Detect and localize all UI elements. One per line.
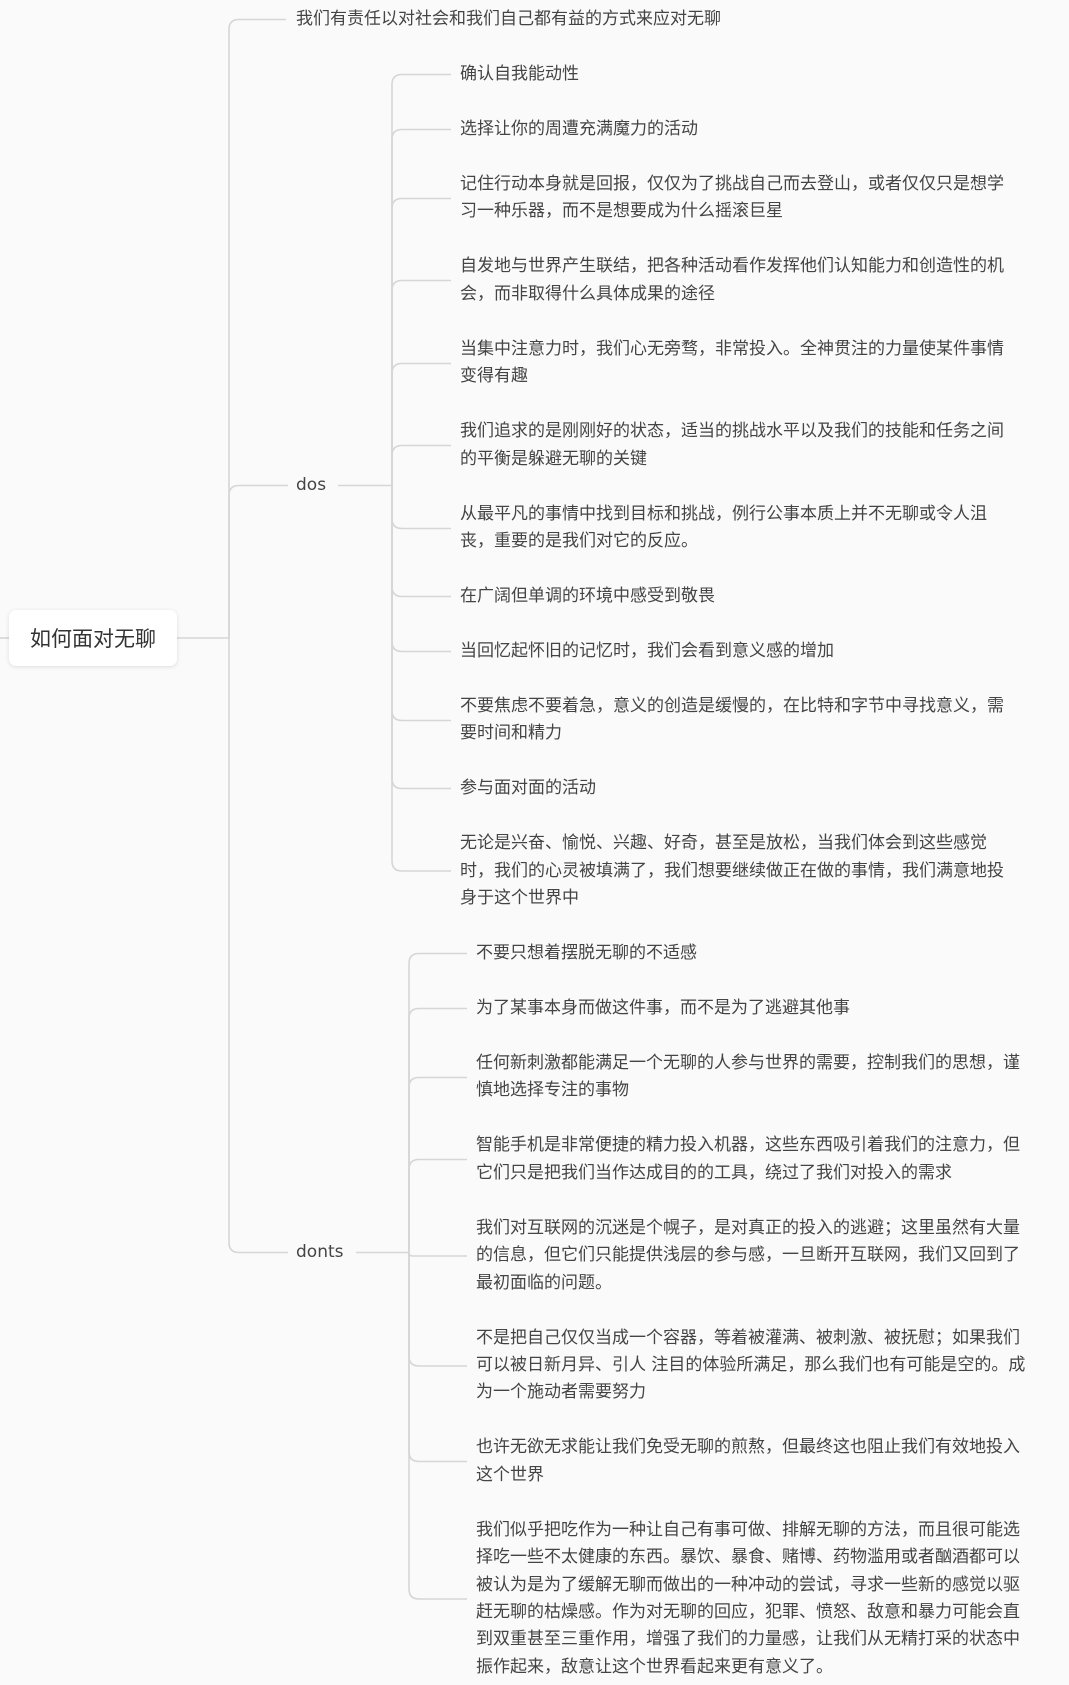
connector (391, 485, 451, 872)
topic-dos[interactable]: dos (296, 475, 327, 495)
connector (228, 638, 288, 1254)
donts-subtopic[interactable]: 也许无欲无求能让我们免受无聊的煎熬，但最终这也阻止我们有效地投入这个世界 (476, 1437, 1020, 1485)
donts-subtopics: 不要只想着摆脱无聊的不适感为了某事本身而做这件事，而不是为了逃避其他事任何新刺激… (476, 940, 1036, 1685)
connector (391, 128, 451, 486)
dos-subtopic[interactable]: 在广阔但单调的环境中感受到敬畏 (460, 586, 715, 607)
connector (391, 485, 451, 722)
donts-subtopic[interactable]: 我们对互联网的沉迷是个幌子，是对真正的投入的逃避；这里虽然有大量的信息，但它们只… (476, 1217, 1020, 1293)
connector (408, 1252, 467, 1367)
donts-subtopic[interactable]: 智能手机是非常便捷的精力投入机器，这些东西吸引着我们的注意力，但它们只是把我们当… (476, 1135, 1020, 1183)
dos-subtopic[interactable]: 我们追求的是刚刚好的状态，适当的挑战水平以及我们的技能和任务之间的平衡是躲避无聊… (460, 421, 1004, 469)
dos-subtopic[interactable]: 参与面对面的活动 (460, 778, 596, 799)
dos-subtopic[interactable]: 无论是兴奋、愉悦、兴趣、好奇，甚至是放松，当我们体会到这些感觉时，我们的心灵被填… (460, 833, 1004, 909)
root-topic[interactable]: 如何面对无聊 (9, 610, 177, 666)
dos-subtopic[interactable]: 记住行动本身就是回报，仅仅为了挑战自己而去登山，或者仅仅只是想学习一种乐器，而不… (460, 174, 1004, 222)
dos-subtopic[interactable]: 不要焦虑不要着急，意义的创造是缓慢的，在比特和字节中寻找意义，需要时间和精力 (460, 696, 1004, 744)
dos-subtopic[interactable]: 从最平凡的事情中找到目标和挑战，例行公事本质上并不无聊或令人沮丧，重要的是我们对… (460, 503, 987, 552)
dos-subtopic[interactable]: 当集中注意力时，我们心无旁骛，非常投入。全神贯注的力量使某件事情变得有趣 (460, 338, 1004, 387)
topic-donts[interactable]: donts (296, 1242, 344, 1262)
connector (391, 73, 451, 486)
donts-subtopic[interactable]: 我们似乎把吃作为一种让自己有事可做、排解无聊的方法，而且很可能选择吃一些不太健康… (476, 1519, 1020, 1677)
donts-subtopic[interactable]: 不是把自己仅仅当成一个容器，等着被灌满、被刺激、被抚慰；如果我们可以被日新月异、… (476, 1327, 1026, 1403)
connector (408, 1252, 467, 1600)
connector (408, 1158, 467, 1253)
dos-subtopics: 确认自我能动性选择让你的周遭充满魔力的活动记住行动本身就是回报，仅仅为了挑战自己… (460, 61, 1020, 940)
connector (391, 485, 451, 530)
donts-subtopic[interactable]: 不要只想着摆脱无聊的不适感 (476, 943, 697, 963)
connector (391, 485, 451, 790)
topic-responsibility[interactable]: 我们有责任以对社会和我们自己都有益的方式来应对无聊 (296, 9, 721, 29)
connector (408, 952, 467, 1253)
dos-subtopic[interactable]: 选择让你的周遭充满魔力的活动 (460, 119, 698, 139)
connector (391, 197, 451, 486)
connector (391, 485, 451, 653)
connector (228, 18, 286, 638)
connector (408, 1076, 467, 1253)
dos-subtopic[interactable]: 确认自我能动性 (460, 64, 579, 84)
donts-subtopic[interactable]: 任何新刺激都能满足一个无聊的人参与世界的需要，控制我们的思想，谨慎地选择专注的事… (476, 1053, 1020, 1101)
donts-subtopic[interactable]: 为了某事本身而做这件事，而不是为了逃避其他事 (476, 998, 850, 1018)
dos-subtopic[interactable]: 当回忆起怀旧的记忆时，我们会看到意义感的增加 (460, 641, 834, 662)
connector (391, 444, 451, 486)
connector (228, 484, 288, 638)
connector (391, 279, 451, 486)
connector (391, 485, 451, 598)
connector (408, 1007, 467, 1253)
connector (391, 362, 451, 486)
connector (408, 1252, 467, 1463)
dos-subtopic[interactable]: 自发地与世界产生联结，把各种活动看作发挥他们认知能力和创造性的机会，而非取得什么… (460, 256, 1004, 304)
connector (408, 1252, 467, 1257)
